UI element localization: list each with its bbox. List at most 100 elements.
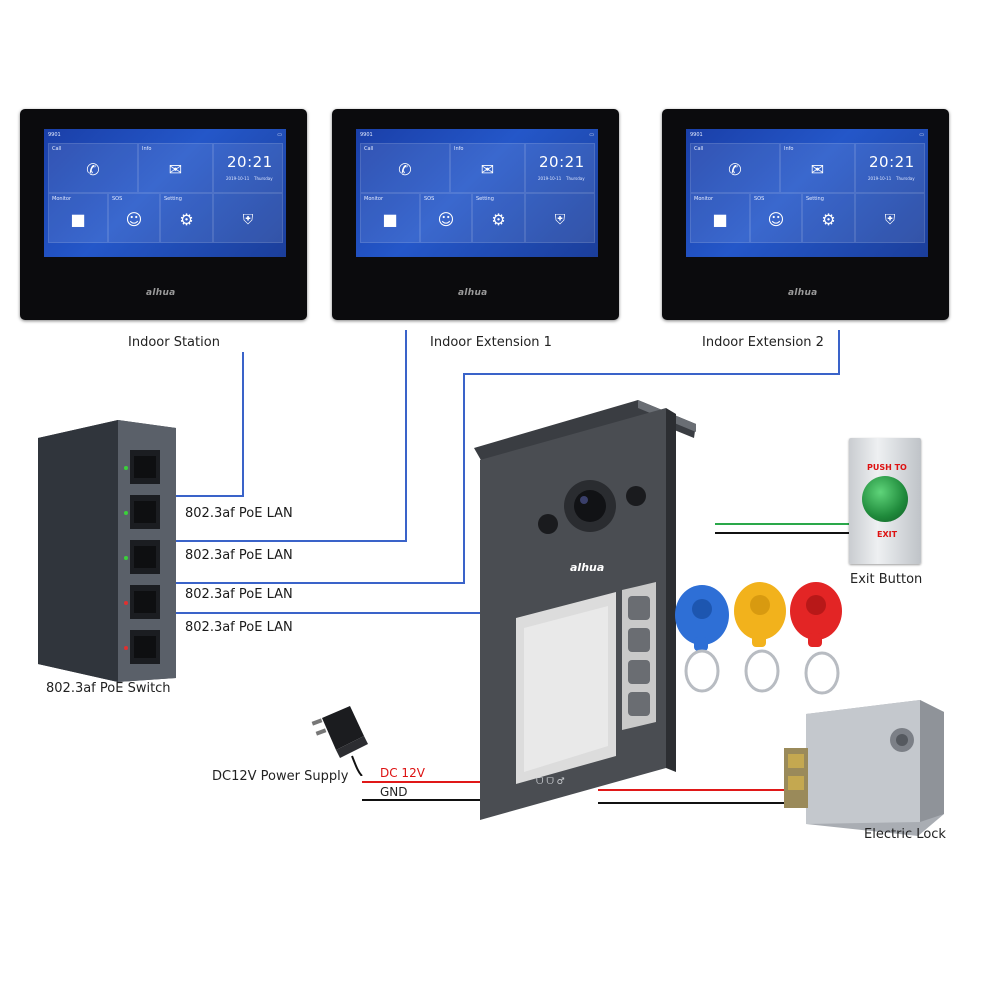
tile-monitor[interactable]: Monitor ■ [360,193,420,243]
dc12v-label: DC 12V [380,766,425,780]
camera-icon: ■ [70,210,86,230]
camera-icon: ■ [712,210,728,230]
exit-button[interactable]: PUSH TO EXIT [849,438,921,564]
lan-wire-indoor-station [172,352,244,497]
clock-day: Thursday [896,176,915,181]
sos-person-icon: ☺ [437,210,455,230]
sos-person-icon: ☺ [767,210,785,230]
tile-monitor-label: Monitor [52,196,72,202]
battery-icon: ▭ [589,132,594,138]
camera-icon: ■ [382,210,398,230]
gear-icon: ⚙ [179,210,194,230]
lan-wire-extension-2 [172,330,840,584]
poe-ports [130,450,160,664]
shield-icon: ⛨ [242,212,254,229]
tile-call[interactable]: Call ✆ [48,143,138,193]
tile-info[interactable]: Info ✉ [450,143,525,193]
monitor-brand-logo: alhua [146,288,176,298]
shield-icon: ⛨ [884,212,896,229]
tile-arm[interactable]: ⛨ [525,193,595,243]
status-id: 9901 [360,132,373,138]
indoor-station-monitor: 9901 ▭ Call ✆ Info ✉ 20:21 2019-10-11 Th… [20,109,307,320]
tile-setting-label: Setting [164,196,182,202]
clock-date: 2019-10-11 [538,176,562,181]
power-supply-label: DC12V Power Supply [212,769,349,784]
tile-call-label: Call [364,146,374,152]
tile-arm[interactable]: ⛨ [855,193,925,243]
tile-arm[interactable]: ⛨ [213,193,283,243]
tile-sos[interactable]: SOS ☺ [420,193,472,243]
call-button-4 [628,692,650,716]
tile-sos-label: SOS [754,196,765,202]
call-button-3 [628,660,650,684]
clock-time: 20:21 [227,153,273,171]
lan-wire-extension-1 [172,330,407,542]
door-station-brand-logo: alhua [570,561,605,574]
tile-setting[interactable]: Setting ⚙ [160,193,213,243]
clock-day: Thursday [566,176,585,181]
tile-call[interactable]: Call ✆ [690,143,780,193]
tile-sos-label: SOS [112,196,123,202]
phone-icon: ✆ [398,160,412,180]
tile-info-label: Info [784,146,794,152]
poe-lan-label-3: 802.3af PoE LAN [185,587,293,602]
clock-date: 2019-10-11 [868,176,892,181]
phone-icon: ✆ [728,160,742,180]
door-station: ᗜ ᗜ ♂ [474,400,696,820]
tile-sos[interactable]: SOS ☺ [108,193,160,243]
envelope-icon: ✉ [168,160,183,180]
gnd-label: GND [380,785,408,799]
indoor-extension-2-monitor: 9901 ▭ Call ✆ Info ✉ 20:21 2019-10-11 Th… [662,109,949,320]
tile-clock: 20:21 2019-10-11 Thursday [525,143,595,193]
indoor-extension-1-label: Indoor Extension 1 [430,335,552,350]
battery-icon: ▭ [277,132,282,138]
shield-icon: ⛨ [554,212,566,229]
tile-monitor[interactable]: Monitor ■ [690,193,750,243]
rfid-fob-yellow [734,582,786,693]
tile-info[interactable]: Info ✉ [780,143,855,193]
power-wires [362,523,862,804]
tile-info-label: Info [454,146,464,152]
monitor-screen: 9901 ▭ Call ✆ Info ✉ 20:21 2019-10-11 Th… [686,129,928,257]
tile-sos[interactable]: SOS ☺ [750,193,802,243]
indoor-extension-1-monitor: 9901 ▭ Call ✆ Info ✉ 20:21 2019-10-11 Th… [332,109,619,320]
tile-call[interactable]: Call ✆ [360,143,450,193]
gear-icon: ⚙ [491,210,506,230]
status-indicator-icons: ᗜ ᗜ ♂ [536,777,565,787]
poe-switch-label: 802.3af PoE Switch [46,681,171,696]
phone-icon: ✆ [86,160,100,180]
tile-setting-label: Setting [806,196,824,202]
rfid-fob-blue [675,585,729,693]
tile-monitor-label: Monitor [694,196,714,202]
sos-person-icon: ☺ [125,210,143,230]
tile-monitor-label: Monitor [364,196,384,202]
tile-info-label: Info [142,146,152,152]
gear-icon: ⚙ [821,210,836,230]
tile-monitor[interactable]: Monitor ■ [48,193,108,243]
monitor-screen: 9901 ▭ Call ✆ Info ✉ 20:21 2019-10-11 Th… [356,129,598,257]
electric-lock [784,700,944,836]
rfid-fob-red [790,582,842,695]
tile-setting-label: Setting [476,196,494,202]
tile-clock: 20:21 2019-10-11 Thursday [213,143,283,193]
clock-date: 2019-10-11 [226,176,250,181]
rfid-key-fobs [675,582,842,695]
camera-lens-icon [574,490,606,522]
tile-setting[interactable]: Setting ⚙ [802,193,855,243]
exit-button-label: Exit Button [850,572,923,587]
poe-lan-label-1: 802.3af PoE LAN [185,506,293,521]
tile-info[interactable]: Info ✉ [138,143,213,193]
clock-time: 20:21 [869,153,915,171]
status-id: 9901 [690,132,703,138]
envelope-icon: ✉ [480,160,495,180]
power-adapter [311,706,368,776]
exit-push-button-icon [862,476,908,522]
status-id: 9901 [48,132,61,138]
battery-icon: ▭ [919,132,924,138]
poe-lan-label-2: 802.3af PoE LAN [185,548,293,563]
indoor-extension-2-label: Indoor Extension 2 [702,335,824,350]
tile-call-label: Call [52,146,62,152]
exit-text: EXIT [877,530,898,539]
tile-setting[interactable]: Setting ⚙ [472,193,525,243]
tile-call-label: Call [694,146,704,152]
